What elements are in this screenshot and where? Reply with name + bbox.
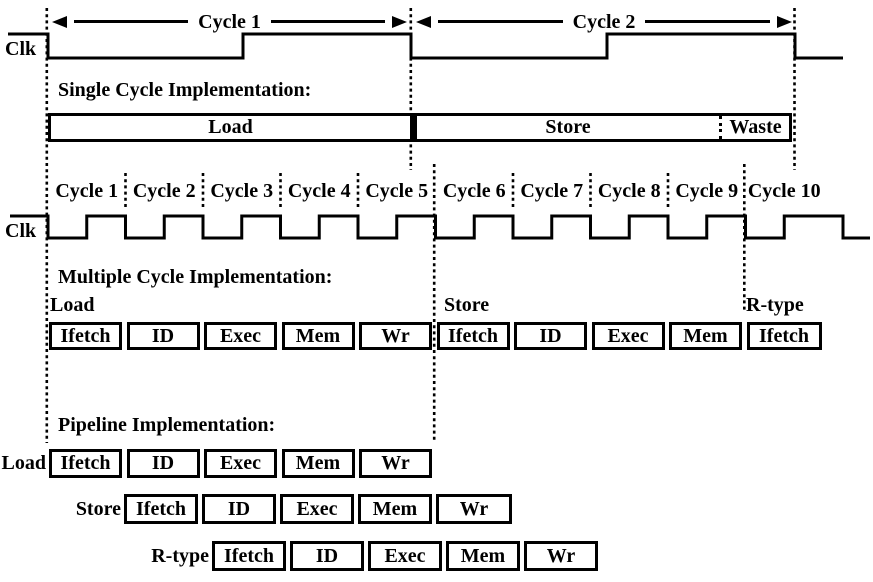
- pl-load-stage-mem: Mem: [281, 449, 355, 478]
- single-cycle-heading: Single Cycle Implementation:: [58, 79, 312, 101]
- mc-store-stage-mem: Mem: [669, 322, 742, 350]
- pipeline-rtype-label: R-type: [151, 544, 209, 567]
- pl-load-stage-wr: Wr: [359, 449, 432, 478]
- arrowhead-left-icon: [416, 15, 431, 28]
- mc-load-stage-wr: Wr: [359, 322, 432, 350]
- pl-rtype-stage-mem: Mem: [446, 541, 520, 571]
- pl-store-stage-exec: Exec: [280, 494, 354, 524]
- cycle-label-2: Cycle 2: [132, 179, 196, 202]
- cycle-label-1: Cycle 1: [55, 179, 119, 202]
- clk-waveform-single-cycle: [8, 32, 843, 60]
- arrow-line: [74, 20, 189, 23]
- multi-cycle-load-label: Load: [50, 294, 95, 316]
- cycle-label-8: Cycle 8: [597, 179, 661, 202]
- pl-load-stage-ifetch: Ifetch: [49, 449, 122, 478]
- multi-cycle-store-label: Store: [444, 294, 490, 316]
- arrow-line: [270, 20, 386, 23]
- mc-rtype-stage-ifetch: Ifetch: [746, 322, 822, 350]
- mc-load-stage-mem: Mem: [281, 322, 355, 350]
- mc-store-stage-exec: Exec: [591, 322, 665, 350]
- cycle-label-10: Cycle 10: [747, 179, 821, 202]
- cycle-label-3: Cycle 3: [210, 179, 274, 202]
- pl-load-stage-id: ID: [126, 449, 200, 478]
- pl-store-stage-mem: Mem: [358, 494, 432, 524]
- pl-rtype-stage-exec: Exec: [368, 541, 442, 571]
- single-cycle-load-segment: Load: [208, 116, 253, 138]
- pl-rtype-stage-wr: Wr: [524, 541, 598, 571]
- segment-divider: [410, 116, 417, 139]
- mc-store-stage-id: ID: [514, 322, 587, 350]
- cycle-label-7: Cycle 7: [520, 179, 584, 202]
- cycle1-label: Cycle 1: [198, 10, 261, 33]
- arrowhead-left-icon: [52, 15, 67, 28]
- cycle-label-4: Cycle 4: [287, 179, 351, 202]
- clk-waveform-multi-cycle: [10, 214, 870, 240]
- multi-cycle-rtype-label: R-type: [746, 294, 804, 316]
- cycle1-span-arrow: Cycle 1: [52, 9, 408, 34]
- multi-cycle-heading: Multiple Cycle Implementation:: [58, 266, 333, 288]
- pl-rtype-stage-ifetch: Ifetch: [212, 541, 286, 571]
- pl-store-stage-ifetch: Ifetch: [124, 494, 198, 524]
- pl-load-stage-exec: Exec: [204, 449, 277, 478]
- pipeline-load-label: Load: [1, 452, 46, 474]
- cycle2-span-arrow: Cycle 2: [416, 9, 793, 34]
- mc-load-stage-ifetch: Ifetch: [49, 322, 122, 350]
- clk-label-multi: Clk: [5, 220, 37, 242]
- pl-store-stage-wr: Wr: [436, 494, 512, 524]
- cycle-label-5: Cycle 5: [365, 179, 429, 202]
- single-cycle-waste-segment: Waste: [719, 116, 789, 139]
- mc-load-stage-exec: Exec: [204, 322, 277, 350]
- single-cycle-store-segment: Store: [545, 116, 591, 138]
- mc-store-stage-ifetch: Ifetch: [436, 322, 510, 350]
- arrow-line: [645, 20, 771, 23]
- clk-label-single: Clk: [5, 38, 37, 60]
- arrow-line: [438, 20, 563, 23]
- arrowhead-right-icon: [777, 15, 793, 28]
- pipeline-heading: Pipeline Implementation:: [58, 414, 276, 436]
- arrowhead-right-icon: [392, 15, 408, 28]
- pipeline-store-label: Store: [75, 497, 121, 520]
- single-cycle-bar: Load Store Waste: [48, 113, 792, 142]
- cycle2-label: Cycle 2: [572, 10, 636, 33]
- pl-rtype-stage-id: ID: [290, 541, 364, 571]
- pl-store-stage-id: ID: [202, 494, 276, 524]
- cycle-label-6: Cycle 6: [442, 179, 506, 202]
- mc-load-stage-id: ID: [126, 322, 200, 350]
- cycle-label-9: Cycle 9: [675, 179, 739, 202]
